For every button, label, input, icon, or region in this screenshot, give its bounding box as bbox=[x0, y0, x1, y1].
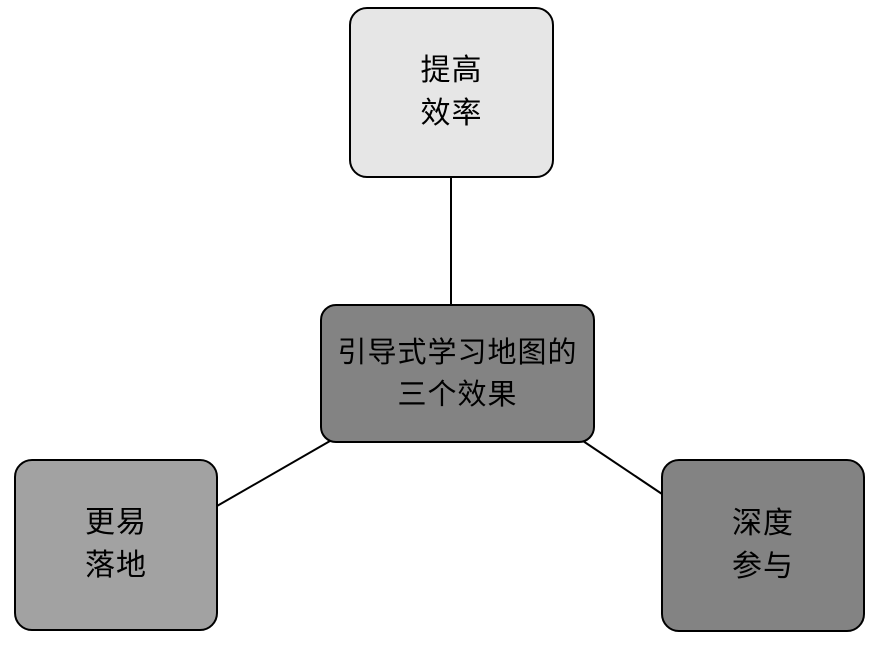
node-label-line: 三个效果 bbox=[397, 376, 518, 411]
node-deep-participation: 深度 参与 bbox=[661, 459, 865, 632]
node-label-line: 效率 bbox=[420, 95, 483, 131]
connector-center-bottom-left bbox=[216, 440, 331, 507]
node-label-line: 参与 bbox=[732, 548, 794, 584]
node-label-line: 更易 bbox=[85, 505, 147, 541]
node-label-line: 提高 bbox=[420, 52, 483, 88]
node-label-line: 落地 bbox=[85, 548, 147, 583]
connector-center-bottom-right bbox=[582, 440, 666, 497]
node-improve-efficiency: 提高 效率 bbox=[349, 7, 554, 178]
node-three-effects-of-guided-learning-map: 引导式学习地图的 三个效果 bbox=[320, 304, 595, 443]
node-label-line: 引导式学习地图的 bbox=[337, 335, 578, 370]
node-easier-to-implement: 更易 落地 bbox=[14, 459, 218, 631]
node-label-line: 深度 bbox=[732, 505, 794, 541]
